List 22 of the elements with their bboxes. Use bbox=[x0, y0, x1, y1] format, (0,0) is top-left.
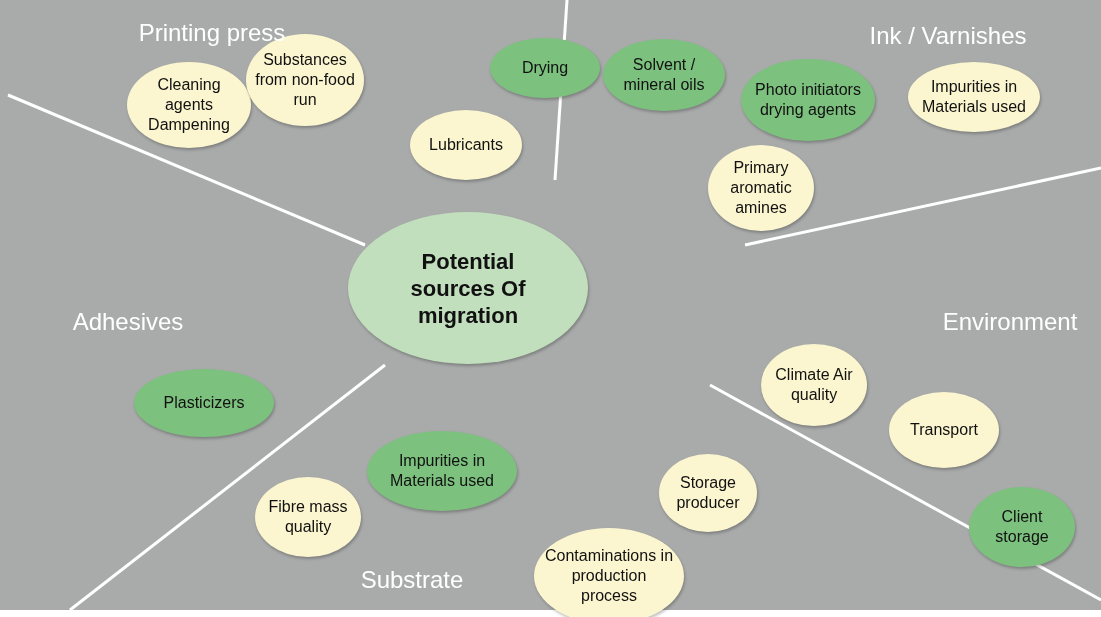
node-text: Contaminations in production process bbox=[543, 546, 675, 606]
node-text: Transport bbox=[909, 420, 979, 440]
node-text: Client storage bbox=[994, 507, 1050, 547]
node-text: Storage producer bbox=[675, 473, 741, 513]
node-text: Plasticizers bbox=[162, 393, 246, 413]
node-text: Fibre mass quality bbox=[267, 497, 349, 537]
sector-title: Environment bbox=[942, 308, 1078, 336]
node-text: Cleaning agents Dampening bbox=[147, 75, 231, 135]
sector-title: Ink / Varnishes bbox=[869, 22, 1027, 50]
node-text: Primary aromatic amines bbox=[729, 158, 793, 218]
node-text: Solvent / mineral oils bbox=[622, 55, 706, 95]
node-text: Lubricants bbox=[428, 135, 504, 155]
center-title: Potential sources Of migration bbox=[409, 247, 527, 329]
sector-title: Substrate bbox=[360, 566, 464, 594]
node-text: Substances from non-food run bbox=[254, 50, 356, 110]
node-text: Drying bbox=[520, 58, 570, 78]
node-text: Impurities in Materials used bbox=[388, 451, 495, 491]
node-text: Climate Air quality bbox=[774, 365, 854, 405]
node-text: Photo initiators drying agents bbox=[754, 80, 862, 120]
sector-title: Adhesives bbox=[72, 308, 184, 336]
sector-title: Printing press bbox=[138, 19, 286, 47]
node-text: Impurities in Materials used bbox=[920, 77, 1027, 117]
